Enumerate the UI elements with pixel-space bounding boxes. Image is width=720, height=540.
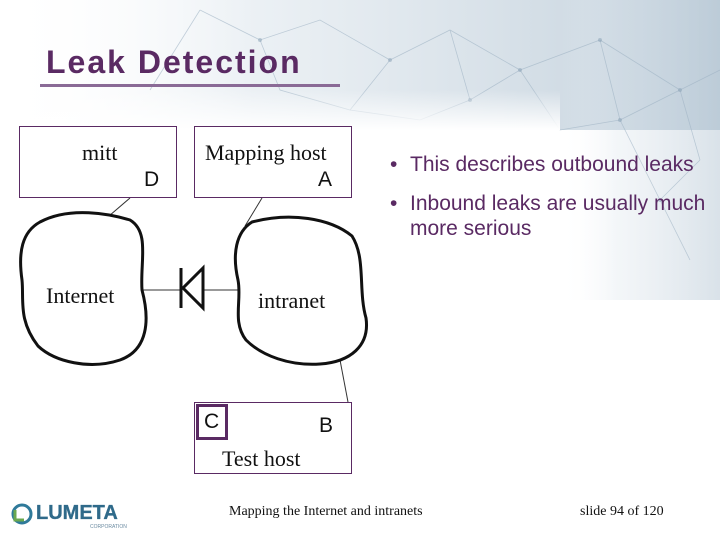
- test-host-port-c: C: [196, 404, 228, 440]
- lumeta-logo: LUMETA CORPORATION: [11, 502, 127, 530]
- link-mappinghost-intranet: [244, 197, 263, 227]
- test-host-label: Test host: [222, 446, 301, 471]
- internet-label: Internet: [46, 283, 115, 308]
- mitt-box: [19, 126, 177, 198]
- bullet-item: • This describes outbound leaks: [390, 152, 710, 177]
- title-underline: [40, 84, 340, 87]
- intranet-label: intranet: [258, 288, 326, 313]
- slide-number: slide 94 of 120: [580, 504, 664, 519]
- link-intranet-testhost: [339, 359, 349, 403]
- bullet-list: • This describes outbound leaks • Inboun…: [390, 152, 710, 255]
- logo-tagline: CORPORATION: [90, 524, 127, 530]
- slide-title: Leak Detection: [46, 44, 302, 80]
- bullet-item: • Inbound leaks are usually much more se…: [390, 191, 710, 241]
- one-way-diode-icon: [179, 264, 205, 312]
- mitt-label: mitt: [82, 140, 118, 165]
- mitt-port-d: D: [144, 168, 160, 191]
- mapping-host-port-a: A: [318, 168, 333, 191]
- bullet-marker: •: [390, 192, 398, 215]
- mapping-host-label: Mapping host: [205, 140, 327, 165]
- footer-center-text: Mapping the Internet and intranets: [229, 504, 423, 519]
- bullet-text: Inbound leaks are usually much more seri…: [410, 192, 706, 240]
- intranet-cloud: [233, 215, 368, 366]
- logo-wordmark: LUMETA: [36, 502, 118, 524]
- bullet-text: This describes outbound leaks: [410, 153, 694, 176]
- test-host-port-b: B: [319, 414, 334, 437]
- mapping-host-box: [194, 126, 352, 198]
- internet-cloud: [19, 211, 148, 366]
- bullet-marker: •: [390, 153, 398, 176]
